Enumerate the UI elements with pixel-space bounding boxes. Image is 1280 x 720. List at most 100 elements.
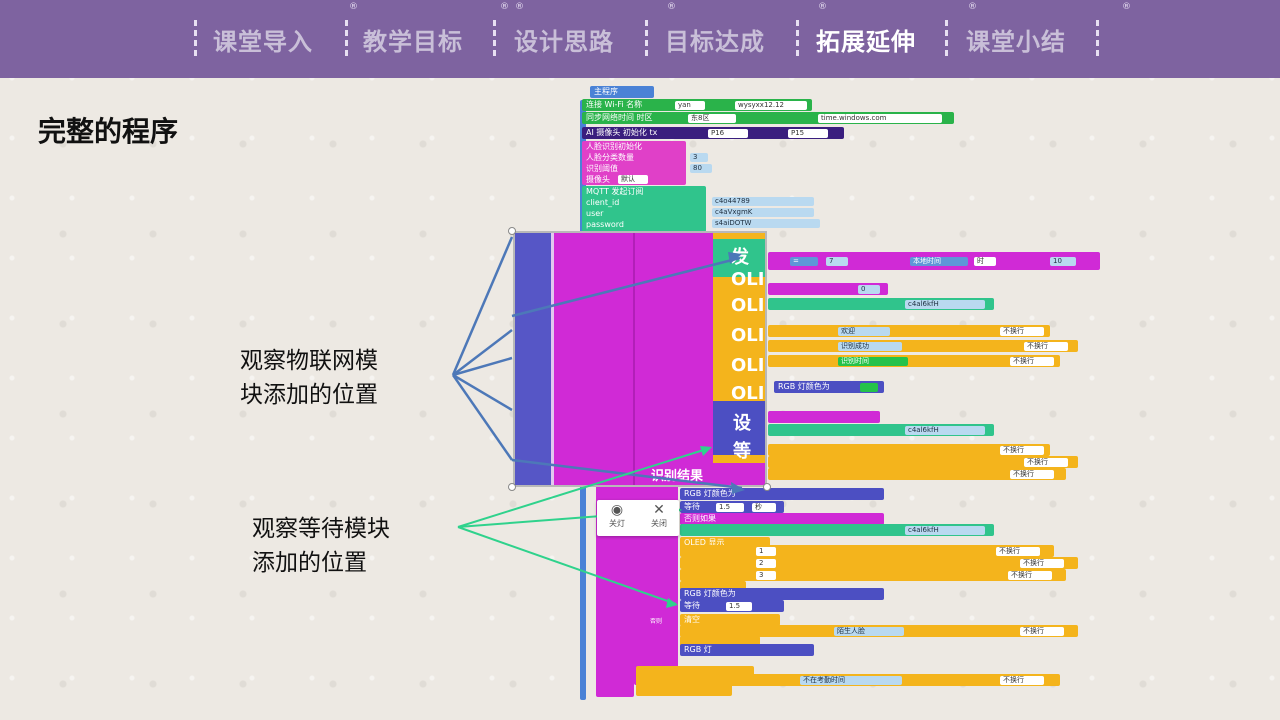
- oled-clear-block-2[interactable]: 清空: [680, 614, 780, 626]
- elif-block[interactable]: 否则如果: [680, 513, 884, 525]
- pin-icon: ◉: [610, 502, 624, 518]
- page-title: 完整的程序: [38, 115, 179, 148]
- oled-greeting[interactable]: 不在考勤时间: [800, 676, 902, 685]
- nav-item-course-intro[interactable]: 课堂导入: [213, 27, 313, 56]
- popup-strip-indigo: [515, 233, 551, 485]
- oled-nowrap-8[interactable]: 不换行: [1020, 559, 1064, 568]
- wait-annotation-line2: 添加的位置: [252, 550, 367, 576]
- face-count-slot[interactable]: 3: [690, 153, 708, 162]
- oled-nowrap-2[interactable]: 不换行: [1024, 342, 1068, 351]
- oled-nowrap-7[interactable]: 不换行: [996, 547, 1040, 556]
- popup-text-top: 发: [731, 247, 749, 268]
- nav-separator: [493, 20, 496, 58]
- id-compare-block-2[interactable]: [768, 411, 880, 423]
- oled-nowrap-5[interactable]: 不换行: [1024, 458, 1068, 467]
- wifi-name-slot[interactable]: yan: [675, 101, 705, 110]
- wait-annotation-line1: 观察等待模块: [252, 516, 390, 542]
- face-threshold-slot[interactable]: 80: [690, 164, 712, 173]
- oled-nowrap-1[interactable]: 不换行: [1000, 327, 1044, 336]
- top-nav-bar: 课堂导入 ® 教学目标 ® 设计思路 ® 目标达成 ® 拓展延伸 ® 课堂小结 …: [0, 0, 1280, 78]
- face-mode-slot[interactable]: 默认: [618, 175, 648, 184]
- time-local-slot[interactable]: 本地时间: [910, 257, 968, 266]
- nav-separator: [1096, 20, 1099, 58]
- rgb-color-block[interactable]: RGB 灯颜色为: [774, 381, 884, 393]
- oled-row-5[interactable]: [768, 456, 1078, 468]
- popup-text-row: OLI: [731, 383, 765, 404]
- ai-tx-slot[interactable]: P16: [708, 129, 748, 138]
- mqtt-block[interactable]: MQTT 发起订阅 client_id user password: [582, 186, 706, 232]
- id-zero-slot[interactable]: 0: [858, 285, 880, 294]
- popup-text-row: OLI: [731, 269, 765, 290]
- ntp-server-slot[interactable]: time.windows.com: [818, 114, 942, 123]
- rgb-color-swatch[interactable]: [860, 383, 878, 392]
- close-icon: ✕: [653, 502, 665, 518]
- close-button[interactable]: ✕ 关闭: [641, 502, 677, 534]
- nav-separator: [194, 20, 197, 58]
- mqtt-password-slot[interactable]: s4aiDOTW: [712, 219, 820, 228]
- time-d-slot[interactable]: 10: [1050, 257, 1076, 266]
- oled-row-6[interactable]: [768, 468, 1066, 480]
- locate-label: 关灯: [609, 519, 625, 528]
- popup-text-row: OLI: [731, 355, 765, 376]
- rgb-set-block-2[interactable]: RGB 灯颜色为: [680, 588, 884, 600]
- topic-slot-3[interactable]: c4al6kfH: [905, 526, 985, 535]
- oled-show-block-3[interactable]: [636, 684, 732, 696]
- wait-unit-slot[interactable]: 秒: [752, 503, 776, 512]
- oled-nowrap-6[interactable]: 不换行: [1010, 470, 1054, 479]
- oled-line-2[interactable]: 2: [756, 559, 776, 568]
- nav-mark: ®: [515, 2, 524, 12]
- oled-msg-1[interactable]: 欢迎: [838, 327, 890, 336]
- nav-item-summary[interactable]: 课堂小结: [966, 27, 1066, 56]
- nav-mark: ®: [1122, 2, 1131, 12]
- oled-row-4[interactable]: [768, 444, 1050, 456]
- popup-resize-handle[interactable]: [508, 227, 516, 235]
- mqtt-user-slot[interactable]: c4aVxgmK: [712, 208, 814, 217]
- else-label: 否则: [646, 616, 676, 626]
- oled-line-1[interactable]: 1: [756, 547, 776, 556]
- wait-seconds-slot-2[interactable]: 1.5: [726, 602, 752, 611]
- nav-separator: [345, 20, 348, 58]
- time-a-slot[interactable]: 7: [826, 257, 848, 266]
- time-unit-slot[interactable]: 时: [974, 257, 996, 266]
- oled-nowrap-12[interactable]: 不换行: [1000, 676, 1044, 685]
- locate-button[interactable]: ◉ 关灯: [599, 502, 635, 534]
- start-block[interactable]: 主程序: [590, 86, 654, 98]
- topic-slot[interactable]: c4al6kfH: [905, 300, 985, 309]
- oled-unknown-face[interactable]: 陌生人脸: [834, 627, 904, 636]
- oled-msg-3[interactable]: 识别时间: [838, 357, 908, 366]
- oled-nowrap-10[interactable]: 不换行: [1020, 627, 1064, 636]
- nav-mark: ®: [667, 2, 676, 12]
- nav-mark: ®: [968, 2, 977, 12]
- oled-nowrap-3[interactable]: 不换行: [1010, 357, 1054, 366]
- nav-mark: ®: [818, 2, 827, 12]
- popup-resize-handle[interactable]: [763, 483, 771, 491]
- wifi-password-slot[interactable]: wysyxx12.12: [735, 101, 807, 110]
- oled-row-8[interactable]: [680, 557, 1078, 569]
- ntp-zone-slot[interactable]: 东8区: [688, 114, 736, 123]
- nav-item-design-idea[interactable]: 设计思路: [514, 27, 614, 56]
- wait-seconds-slot[interactable]: 1.5: [716, 503, 744, 512]
- ai-rx-slot[interactable]: P15: [788, 129, 828, 138]
- mqtt-client-slot[interactable]: c4o44789: [712, 197, 814, 206]
- nav-item-extension[interactable]: 拓展延伸: [816, 27, 916, 56]
- rgb-set-block[interactable]: RGB 灯颜色为: [680, 488, 884, 500]
- popup-strip-indigo-2: [713, 401, 765, 455]
- nav-separator: [796, 20, 799, 58]
- oled-row-9[interactable]: [680, 569, 1066, 581]
- popup-resize-handle[interactable]: [508, 483, 516, 491]
- zoomed-block-popup[interactable]: 发 OLI OLI OLI OLI OLI 设 等 识别结果: [513, 231, 767, 487]
- oled-nowrap-9[interactable]: 不换行: [1008, 571, 1052, 580]
- nav-item-teaching-goals[interactable]: 教学目标: [363, 27, 463, 56]
- oled-nowrap-4[interactable]: 不换行: [1000, 446, 1044, 455]
- oled-line-3[interactable]: 3: [756, 571, 776, 580]
- close-label: 关闭: [651, 519, 667, 528]
- topic-slot-2[interactable]: c4al6kfH: [905, 426, 985, 435]
- nav-item-goal-achieve[interactable]: 目标达成: [665, 27, 765, 56]
- popup-text-bottom: 识别结果: [651, 469, 704, 484]
- compare-op-slot[interactable]: =: [790, 257, 818, 266]
- nav-mark: ®: [500, 2, 509, 12]
- rgb-off-block[interactable]: RGB 灯: [680, 644, 814, 656]
- oled-msg-2[interactable]: 识别成功: [838, 342, 902, 351]
